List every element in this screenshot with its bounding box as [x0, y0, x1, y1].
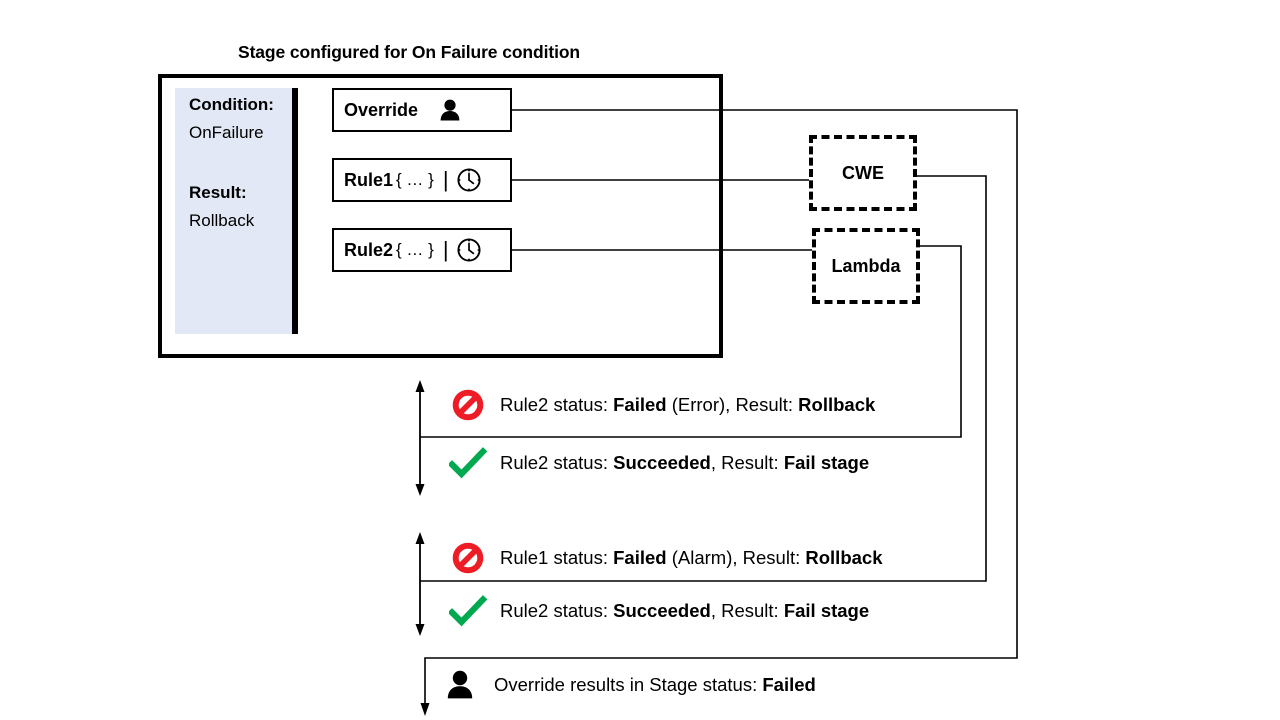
service-lambda[interactable]: Lambda — [812, 228, 920, 304]
result-label: Result: — [189, 183, 247, 202]
result-value: Rollback — [189, 211, 255, 230]
clock-icon — [456, 237, 482, 263]
outcome-result: Fail stage — [783, 452, 870, 473]
outcome-prefix: Rule2 status: — [500, 600, 614, 621]
outcome-status: Failed — [762, 673, 816, 695]
check-icon — [448, 595, 488, 627]
person-icon — [440, 99, 460, 121]
outcome-status: Succeeded — [613, 600, 711, 621]
outcome-prefix: Rule1 status: — [500, 547, 614, 568]
override-label: Override — [344, 99, 419, 120]
override-item[interactable]: Override — [332, 88, 512, 132]
outcome-prefix: Rule2 status: — [500, 452, 614, 473]
outcome-text-rule1-failed: Rule1 status: Failed (Alarm), Result: Ro… — [500, 547, 882, 569]
outcome-text-override: Override results in Stage status: Failed — [494, 674, 816, 696]
outcome-row-rule2-succeeded-2: Rule2 status: Succeeded, Result: Fail st… — [448, 595, 869, 627]
condition-label: Condition: — [189, 95, 274, 114]
arrowhead-rule1-bottom — [415, 624, 425, 636]
outcome-row-override: Override results in Stage status: Failed — [440, 670, 816, 699]
outcome-text-rule2-succeeded-2: Rule2 status: Succeeded, Result: Fail st… — [500, 600, 869, 622]
condition-panel — [175, 88, 292, 334]
outcome-detail: , Result: — [710, 600, 784, 621]
outcome-text-rule2-succeeded: Rule2 status: Succeeded, Result: Fail st… — [500, 452, 869, 474]
condition-panel-divider — [292, 88, 298, 334]
arrowhead-rule2-bottom — [415, 484, 425, 496]
connector-override-to-outcome — [424, 109, 1018, 706]
stage-container — [158, 74, 723, 358]
arrowhead-rule2-top — [415, 380, 425, 392]
arrowhead-rule1-top — [415, 532, 425, 544]
outcome-status: Failed — [613, 394, 667, 415]
prohibited-icon — [448, 387, 488, 423]
outcome-result: Fail stage — [783, 600, 870, 621]
connector-cwe-to-rule1-outcomes — [420, 175, 987, 582]
outcome-row-rule2-succeeded: Rule2 status: Succeeded, Result: Fail st… — [448, 447, 869, 479]
outcome-row-rule2-failed: Rule2 status: Failed (Error), Result: Ro… — [448, 387, 875, 423]
outcome-row-rule1-failed: Rule1 status: Failed (Alarm), Result: Ro… — [448, 540, 882, 576]
outcome-detail: (Error), Result: — [666, 394, 799, 415]
check-icon — [448, 447, 488, 479]
person-icon — [440, 670, 480, 699]
outcome-status: Failed — [613, 547, 667, 568]
lambda-label: Lambda — [831, 255, 901, 276]
outcome-result: Rollback — [798, 394, 876, 415]
outcome-detail: , Result: — [710, 452, 784, 473]
rule2-separator: | — [442, 237, 449, 262]
rule2-label: Rule2 — [344, 239, 394, 260]
arrowhead-override-outcome — [420, 703, 430, 716]
outcome-result: Rollback — [805, 547, 883, 568]
prohibited-icon — [448, 540, 488, 576]
outcome-status: Succeeded — [613, 452, 711, 473]
outcome-detail: (Alarm), Result: — [666, 547, 806, 568]
rule2-braces: { … } — [396, 240, 434, 259]
outcome-prefix: Rule2 status: — [500, 394, 614, 415]
outcome-prefix: Override results in Stage status: — [494, 673, 763, 695]
condition-value: OnFailure — [189, 123, 264, 142]
rule1-braces: { … } — [396, 170, 434, 189]
connector-lambda-to-rule2-outcomes — [420, 245, 962, 438]
rule1-label: Rule1 — [344, 169, 394, 190]
cwe-label: CWE — [842, 162, 884, 183]
service-cwe[interactable]: CWE — [809, 135, 917, 211]
clock-icon — [456, 167, 482, 193]
rule1-separator: | — [442, 167, 449, 192]
rule2-item[interactable]: Rule2 { … } | — [332, 228, 512, 272]
rule1-item[interactable]: Rule1 { … } | — [332, 158, 512, 202]
outcome-text-rule2-failed: Rule2 status: Failed (Error), Result: Ro… — [500, 394, 875, 416]
diagram-title: Stage configured for On Failure conditio… — [238, 42, 581, 62]
